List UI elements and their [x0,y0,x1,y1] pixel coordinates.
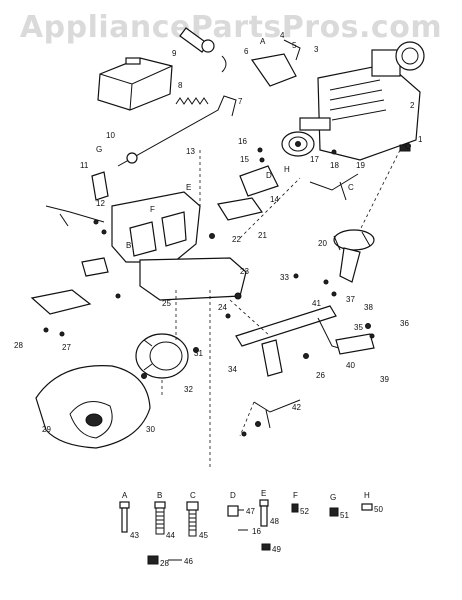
callout-28: 28 [14,341,23,350]
tine-shaft-arm[interactable] [235,305,353,377]
callout-15: 15 [240,155,249,164]
callout-35: 35 [354,323,363,332]
callout-labels: 1 2 3 4 5 6 7 8 9 10 11 12 13 14 15 16 1… [14,31,423,434]
key-letter-d: D [230,491,236,500]
left-mount-plate[interactable] [30,289,92,315]
letter-e: E [186,183,191,192]
callout-2: 2 [410,101,415,110]
pulley[interactable] [281,131,315,157]
callout-26: 26 [316,371,325,380]
key-letter-g: G [330,493,336,502]
callout-3: 3 [314,45,319,54]
spring[interactable] [175,97,209,105]
callout-37: 37 [346,295,355,304]
callout-4: 4 [280,31,285,40]
callout-33: 33 [280,273,289,282]
callout-22: 22 [232,235,241,244]
letter-b: B [126,241,131,250]
wheel[interactable] [135,333,189,379]
callout-24: 24 [218,303,227,312]
tine-hood[interactable] [35,365,151,449]
key-number-c: 45 [199,531,208,540]
shift-lever[interactable] [309,173,359,201]
key-letter-f: F [293,491,298,500]
letter-a: A [260,37,266,46]
callout-7: 7 [238,97,243,106]
control-rod[interactable] [117,95,237,167]
callout-40: 40 [346,361,355,370]
callout-8: 8 [178,81,183,90]
callout-41: 41 [312,299,321,308]
letter-g: G [96,145,102,154]
letter-h: H [284,165,290,174]
callout-31: 31 [194,349,203,358]
key-number-a: 43 [130,531,139,540]
callout-42: 42 [292,403,301,412]
key-number-g: 51 [340,511,349,520]
callout-39: 39 [380,375,389,384]
callout-23: 23 [240,267,249,276]
arm-bracket[interactable] [335,333,375,355]
key-extra-28: 28 [160,559,169,568]
key-letter-b: B [157,491,162,500]
key-letter-c: C [190,491,196,500]
callout-11: 11 [80,161,89,170]
callout-5: 5 [292,41,297,50]
callout-29: 29 [42,425,51,434]
callout-19: 19 [356,161,365,170]
assembly-guide-lines [161,149,401,470]
key-letter-h: H [364,491,370,500]
key-extra-16: 16 [252,527,261,536]
callout-16: 16 [238,137,247,146]
callout-34: 34 [228,365,237,374]
key-number-f: 52 [300,507,309,516]
callout-13: 13 [186,147,195,156]
right-mount-plate[interactable] [217,197,264,221]
key-extra-46: 46 [184,557,193,566]
callout-27: 27 [62,343,71,352]
callout-1: 1 [418,135,423,144]
link-plate[interactable] [91,171,109,201]
callout-30: 30 [146,425,155,434]
letter-c: C [348,183,354,192]
axle-pin[interactable] [253,399,301,429]
key-number-e: 48 [270,517,279,526]
washer[interactable] [126,152,138,164]
key-number-h: 50 [374,505,383,514]
hardware-fasteners [43,143,411,437]
key-extra-49: 49 [272,545,281,554]
callout-18: 18 [330,161,339,170]
callout-6: 6 [244,47,249,56]
hardware-key-labels: A 43 B 44 C 45 D 47 E 48 F 52 G 51 H 50 … [122,489,383,568]
callout-32: 32 [184,385,193,394]
filler-neck[interactable] [179,27,227,73]
callout-12: 12 [96,199,105,208]
engine[interactable] [299,41,425,161]
key-letter-e: E [261,489,266,498]
callout-21: 21 [258,231,267,240]
callout-9: 9 [172,49,177,58]
key-number-d: 47 [246,507,255,516]
callout-20: 20 [318,239,327,248]
lower-bracket[interactable] [81,257,109,277]
drive-coupler[interactable] [333,229,375,283]
fuel-tank[interactable] [97,57,173,111]
callout-14: 14 [270,195,279,204]
main-frame[interactable] [111,191,247,301]
letter-f: F [150,205,155,214]
lever-handle[interactable] [45,205,105,227]
hardware-key [119,499,373,565]
callout-38: 38 [364,303,373,312]
belt-guard[interactable] [239,165,279,197]
callout-17: 17 [310,155,319,164]
key-number-b: 44 [166,531,175,540]
callout-36: 36 [400,319,409,328]
callout-25: 25 [162,299,171,308]
key-letter-a: A [122,491,128,500]
callout-10: 10 [106,131,115,140]
letter-d: D [266,171,272,180]
mount-bracket[interactable] [250,39,301,87]
